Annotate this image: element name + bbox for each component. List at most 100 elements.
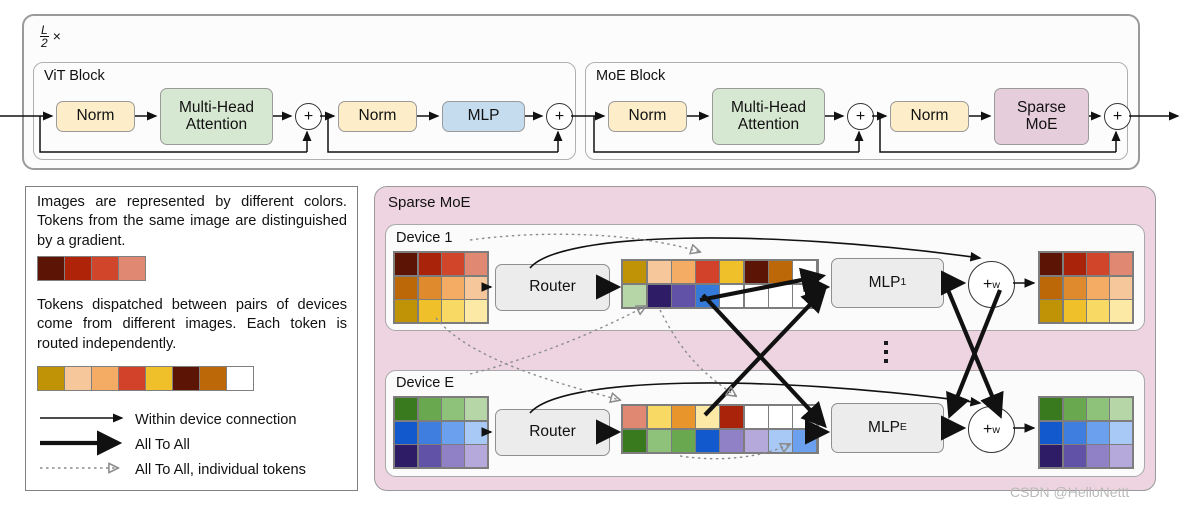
token-cell <box>793 429 817 452</box>
legend-paragraph-2: Tokens dispatched between pairs of devic… <box>37 297 347 352</box>
token-cell <box>1110 421 1133 444</box>
token-cell <box>769 406 793 429</box>
device-e-input-grid <box>393 396 490 470</box>
token-cell <box>623 429 647 452</box>
vit-mlp[interactable]: MLP <box>442 101 525 132</box>
token-cell <box>744 429 768 452</box>
device-1-router[interactable]: Router <box>495 264 610 311</box>
token-cell <box>744 261 768 284</box>
token-cell <box>720 261 744 284</box>
token-cell <box>1086 421 1109 444</box>
device-e-weighted-combine: +w <box>968 406 1015 453</box>
device-e-combine-plus: + <box>983 420 993 438</box>
vit-block-title: ViT Block <box>44 68 105 84</box>
device-1-combine-subscript: w <box>992 278 1000 291</box>
legend-row-all-to-all-tokens: All To All, individual tokens <box>135 462 306 478</box>
moe-norm-2[interactable]: Norm <box>890 101 969 132</box>
moe-norm-1[interactable]: Norm <box>608 101 687 132</box>
ellipsis-dot <box>884 359 888 363</box>
token-cell <box>696 429 720 452</box>
device-1-combine-plus: + <box>983 275 993 293</box>
token-cell <box>1110 253 1133 276</box>
token-cell <box>1040 253 1063 276</box>
token-cell <box>1040 276 1063 299</box>
token-cell <box>623 406 647 429</box>
token-cell <box>441 276 464 299</box>
vit-norm-1[interactable]: Norm <box>56 101 135 132</box>
token-cell <box>623 261 647 284</box>
token-cell <box>418 444 441 467</box>
sparse-moe-panel-title: Sparse MoE <box>388 194 471 211</box>
token-cell <box>720 429 744 452</box>
token-cell <box>647 429 671 452</box>
vit-norm-2[interactable]: Norm <box>338 101 417 132</box>
moe-block-title: MoE Block <box>596 68 666 84</box>
token-cell <box>1086 276 1109 299</box>
token-cell <box>671 284 695 307</box>
token-cell <box>769 284 793 307</box>
token-cell <box>720 284 744 307</box>
vit-multi-head-attention[interactable]: Multi-Head Attention <box>160 88 273 145</box>
device-1-mlp-label: MLP <box>868 273 901 291</box>
token-cell <box>793 284 817 307</box>
repeat-denominator: 2 <box>41 36 48 50</box>
ellipsis-dot <box>884 350 888 354</box>
token-cell <box>623 284 647 307</box>
token-cell <box>1063 398 1086 421</box>
token-cell <box>418 398 441 421</box>
token-cell <box>647 406 671 429</box>
watermark-text: CSDN @HelloNettt <box>1010 484 1130 500</box>
swatch-cell <box>65 257 92 280</box>
token-cell <box>1086 398 1109 421</box>
legend-label-all-to-all: All To All <box>135 437 190 453</box>
token-cell <box>1040 299 1063 322</box>
legend-row-all-to-all: All To All <box>135 437 190 453</box>
token-cell <box>769 261 793 284</box>
token-cell <box>1063 421 1086 444</box>
token-cell <box>793 406 817 429</box>
swatch-cell <box>173 367 200 390</box>
token-cell <box>395 253 418 276</box>
token-cell <box>647 284 671 307</box>
legend-row-within-device: Within device connection <box>135 412 296 428</box>
ellipsis-dot <box>884 341 888 345</box>
swatch-cell <box>119 367 146 390</box>
token-cell <box>465 421 488 444</box>
token-cell <box>1063 253 1086 276</box>
moe-multi-head-attention[interactable]: Multi-Head Attention <box>712 88 825 145</box>
device-e-router[interactable]: Router <box>495 409 610 456</box>
vit-residual-add-1: + <box>295 103 322 130</box>
token-cell <box>1110 444 1133 467</box>
token-cell <box>696 406 720 429</box>
legend-label-all-to-all-tokens: All To All, individual tokens <box>135 462 306 478</box>
device-e-mlp-subscript: E <box>899 421 907 434</box>
token-cell <box>1040 444 1063 467</box>
vit-residual-add-2: + <box>546 103 573 130</box>
token-cell <box>1086 253 1109 276</box>
token-cell <box>395 421 418 444</box>
device-e-token-strip <box>621 404 819 454</box>
legend-swatch-gradient <box>37 256 146 281</box>
token-cell <box>395 276 418 299</box>
legend-paragraph-1: Images are represented by different colo… <box>37 194 347 249</box>
token-cell <box>1040 398 1063 421</box>
token-cell <box>418 299 441 322</box>
moe-sparse-moe[interactable]: Sparse MoE <box>994 88 1089 145</box>
moe-residual-add-2: + <box>1104 103 1131 130</box>
token-cell <box>1110 276 1133 299</box>
token-cell <box>793 261 817 284</box>
token-cell <box>418 421 441 444</box>
swatch-cell <box>65 367 92 390</box>
token-cell <box>671 261 695 284</box>
vit-attention-line-2: Attention <box>185 115 248 133</box>
device-e-combine-subscript: w <box>992 423 1000 436</box>
token-cell <box>744 284 768 307</box>
token-cell <box>1086 299 1109 322</box>
device-1-label: Device 1 <box>396 230 453 246</box>
token-cell <box>418 276 441 299</box>
device-1-output-grid <box>1038 251 1135 325</box>
device-1-input-grid <box>393 251 490 325</box>
